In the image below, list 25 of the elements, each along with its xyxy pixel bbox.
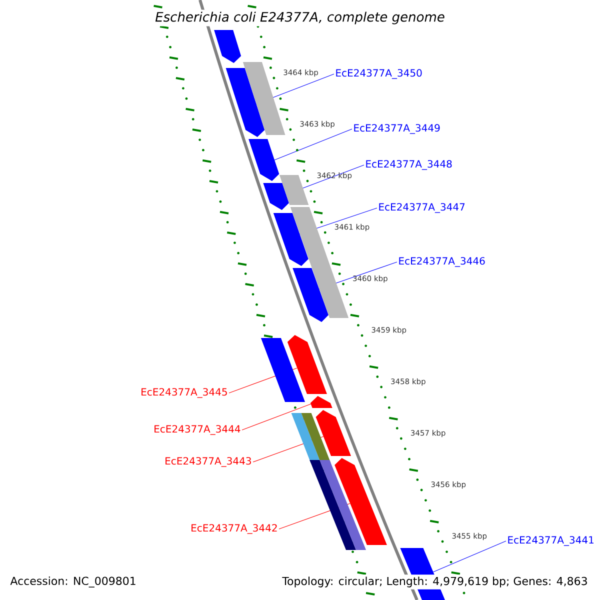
info-text: Accession: NC_009801 <box>8 574 138 590</box>
leader-line <box>274 128 352 160</box>
leader-line <box>432 540 506 572</box>
info-text: Topology: circular; Length: 4,979,619 bp; Genes: 4,863 <box>280 574 590 590</box>
gene-label: EcE24377A_3445 <box>142 388 227 398</box>
gene-block <box>263 183 289 210</box>
gene-label: EcE24377A_3443 <box>166 457 251 467</box>
gene-block <box>316 410 352 456</box>
gene-label: EcE24377A_3444 <box>154 425 240 435</box>
gene-label: EcE24377A_3442 <box>192 524 277 534</box>
gene-label: EcE24377A_3441 <box>508 536 594 546</box>
gene-label: EcE24377A_3446 <box>399 257 485 267</box>
gene-block <box>292 268 328 322</box>
gene-block <box>310 396 332 408</box>
gene-block <box>226 68 265 137</box>
gene-block <box>287 335 327 394</box>
gene-block <box>334 458 387 545</box>
gene-label: EcE24377A_3450 <box>336 69 422 79</box>
leader-line <box>242 404 312 430</box>
gene-block <box>273 213 308 266</box>
gene-label: EcE24377A_3448 <box>366 160 452 170</box>
gene-label: EcE24377A_3447 <box>379 203 465 213</box>
title: Escherichia coli E24377A, complete genome <box>153 10 447 26</box>
gene-block <box>248 139 280 181</box>
gene-label: EcE24377A_3449 <box>354 124 440 134</box>
